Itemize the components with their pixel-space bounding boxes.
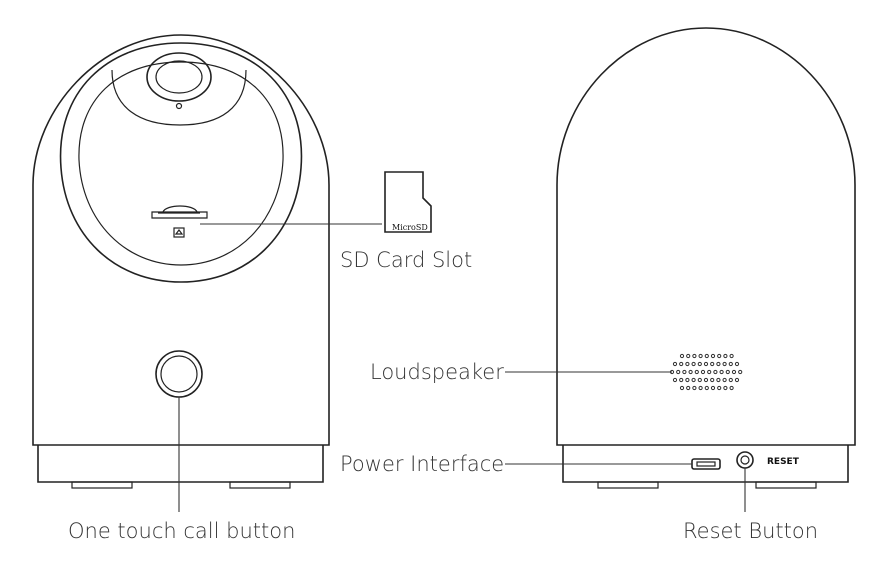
camera-head-outer — [59, 42, 303, 283]
reset-button[interactable] — [736, 451, 754, 469]
speaker-hole — [679, 353, 685, 359]
speaker-hole — [703, 377, 709, 383]
speaker-hole — [717, 385, 722, 391]
speaker-hole — [716, 361, 721, 367]
front-foot-right — [229, 481, 291, 489]
front-view — [32, 34, 330, 512]
speaker-hole — [685, 377, 690, 383]
speaker-hole — [723, 353, 728, 359]
call-button[interactable] — [155, 350, 203, 398]
speaker-hole — [734, 377, 740, 383]
speaker-hole — [729, 385, 734, 391]
sd-card-slot-label: SD Card Slot — [340, 248, 472, 272]
speaker-hole — [692, 385, 697, 391]
speaker-hole — [731, 369, 737, 375]
speaker-hole — [734, 361, 740, 367]
speaker-hole — [710, 361, 715, 367]
speaker-hole — [729, 353, 734, 359]
speaker-hole — [704, 353, 709, 359]
speaker-hole — [716, 377, 721, 383]
front-base — [37, 445, 324, 483]
speaker-hole — [707, 369, 712, 375]
speaker-hole — [728, 361, 733, 367]
speaker-hole — [682, 369, 687, 375]
speaker-hole — [672, 377, 678, 383]
speaker-hole — [710, 377, 715, 383]
speaker-hole — [700, 369, 706, 375]
speaker-hole — [713, 369, 718, 375]
speaker-hole — [723, 385, 728, 391]
speaker-hole — [697, 377, 702, 383]
one-touch-call-button-label: One touch call button — [68, 519, 295, 543]
speaker-hole — [698, 385, 703, 391]
speaker-hole — [710, 353, 716, 359]
speaker-hole — [685, 361, 690, 367]
back-view: RESET — [556, 27, 856, 489]
speaker-hole — [688, 369, 693, 375]
speaker-hole — [679, 377, 684, 383]
lens-housing — [111, 69, 247, 126]
back-foot-left — [597, 481, 659, 489]
speaker-hole — [738, 369, 743, 375]
speaker-hole — [691, 377, 696, 383]
speaker-hole — [672, 361, 678, 367]
speaker-hole — [679, 361, 684, 367]
reset-button-label: Reset Button — [683, 519, 818, 543]
speaker-hole — [719, 369, 724, 375]
speaker-hole — [679, 385, 685, 391]
power-port[interactable] — [691, 458, 721, 470]
speaker-hole — [710, 385, 716, 391]
speaker-hole — [697, 361, 702, 367]
speaker-grille — [669, 353, 743, 391]
speaker-hole — [703, 361, 709, 367]
speaker-hole — [722, 377, 727, 383]
front-body — [32, 34, 330, 446]
speaker-hole — [728, 377, 733, 383]
speaker-hole — [691, 361, 696, 367]
speaker-hole — [676, 369, 681, 375]
speaker-hole — [698, 353, 703, 359]
speaker-hole — [686, 353, 691, 359]
front-foot-left — [71, 481, 133, 489]
reset-text: RESET — [767, 457, 800, 467]
speaker-hole — [717, 353, 722, 359]
microsd-card-text: MicroSD — [392, 223, 428, 232]
camera-head-inner — [78, 61, 284, 266]
sd-card-slot[interactable] — [151, 205, 208, 238]
microphone-icon — [175, 102, 183, 110]
speaker-hole — [722, 361, 727, 367]
back-foot-right — [755, 481, 817, 489]
camera-lens-icon — [146, 52, 212, 102]
speaker-hole — [704, 385, 709, 391]
call-button-inner — [160, 355, 198, 393]
speaker-hole — [725, 369, 730, 375]
camera-lens-inner — [155, 60, 203, 94]
speaker-hole — [686, 385, 691, 391]
loudspeaker-label: Loudspeaker — [370, 360, 504, 384]
speaker-hole — [692, 353, 697, 359]
back-body — [556, 27, 856, 446]
microsd-card-icon: MicroSD — [384, 171, 432, 233]
power-port-inner — [696, 461, 716, 467]
speaker-hole — [694, 369, 699, 375]
reset-button-inner — [740, 455, 750, 465]
power-interface-label: Power Interface — [340, 452, 504, 476]
